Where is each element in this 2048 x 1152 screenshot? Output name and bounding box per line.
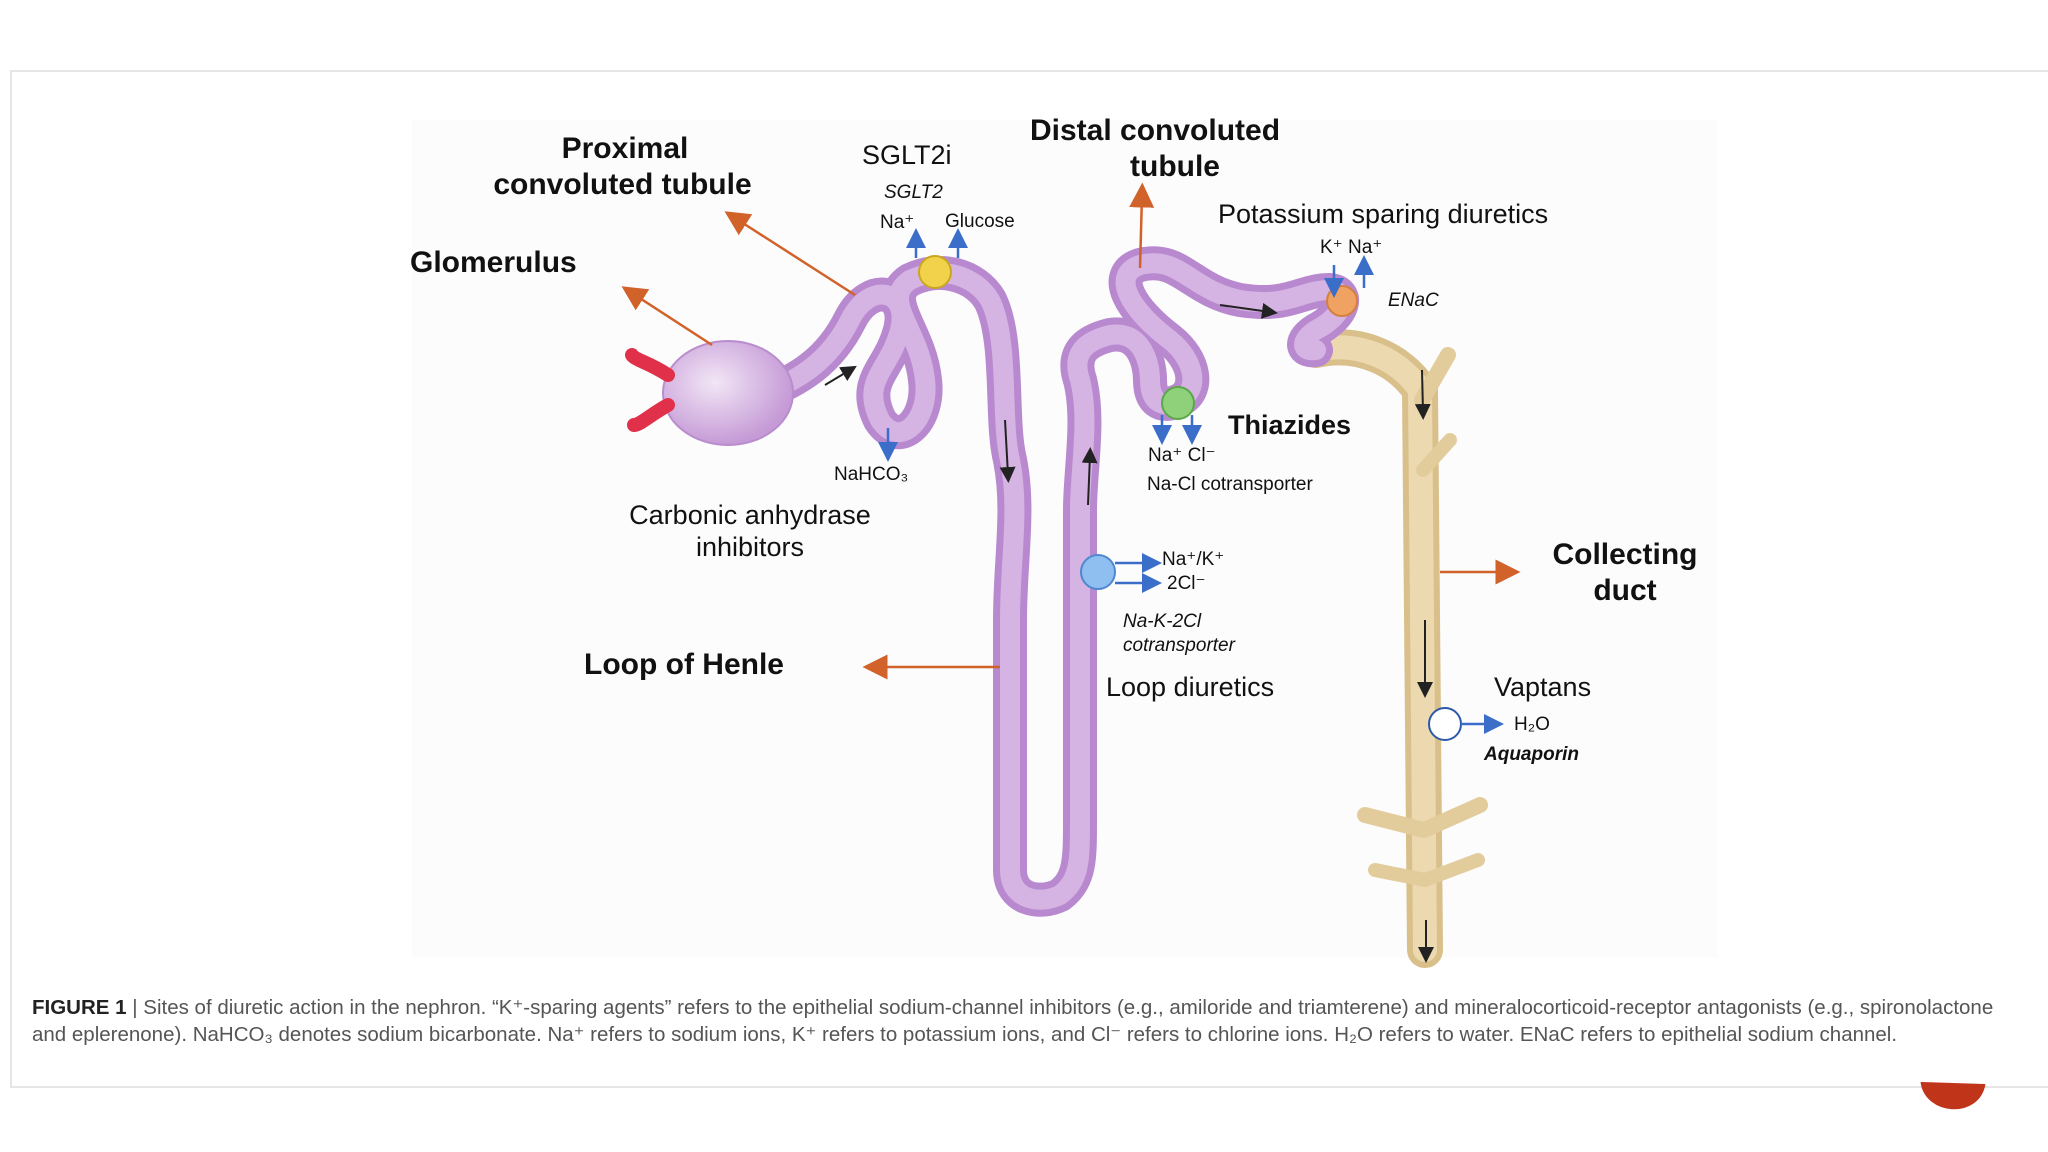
collecting-label-line2: duct [1593,574,1657,607]
na-k-label: Na⁺/K⁺ [1162,549,1225,570]
ion-arrows [878,228,1504,734]
carbonic-label-line2: inhibitors [695,532,805,562]
aquaporin-label: Aquaporin [1484,744,1579,765]
glucose-label: Glucose [945,211,1015,232]
proximal-label-line2: convoluted tubule [493,168,752,201]
figure-number: FIGURE 1 [32,996,127,1019]
carbonic-label-line1: Carbonic anhydrase [629,500,871,530]
figure-caption: FIGURE 1 | Sites of diuretic action in t… [32,994,2017,1048]
k-na-label: K⁺ Na⁺ [1320,237,1383,258]
two-cl-label: 2Cl⁻ [1167,573,1206,594]
loop-diuretics-label: Loop diuretics [1106,672,1275,702]
enac-label: ENaC [1388,290,1439,311]
caption-text: | Sites of diuretic action in the nephro… [32,996,1994,1046]
sglt2-label: SGLT2 [884,182,943,203]
distal-label-line1: Distal convoluted [1030,114,1281,147]
potassium-sparing-label: Potassium sparing diuretics [1218,199,1549,229]
sglt2-na-label: Na⁺ [880,212,915,233]
glomerulus-shape [625,340,794,446]
sglt2i-label: SGLT2i [862,140,952,170]
proximal-label-line1: Proximal [561,132,689,165]
thiazides-label: Thiazides [1228,410,1352,440]
nkcc-label-line2: cotransporter [1123,635,1235,656]
nahco3-label: NaHCO₃ [834,464,909,485]
enac-transporter [1326,285,1358,317]
pointer-arrows [621,182,1521,680]
collecting-duct [1298,329,1488,968]
collecting-label-line1: Collecting [1552,538,1698,571]
nacl-transporter [1161,386,1195,420]
na-cl-cotransporter-label: Na-Cl cotransporter [1147,474,1313,495]
h2o-label: H₂O [1514,714,1550,735]
loop-of-henle-label: Loop of Henle [584,648,784,681]
nkcc-label-line1: Na-K-2Cl [1123,611,1202,632]
corner-accent-icon [1920,1081,1986,1110]
glomerulus-label: Glomerulus [410,246,577,279]
nkcc-transporter [1080,554,1116,590]
aquaporin-channel [1428,707,1462,741]
distal-label-line2: tubule [1130,150,1220,183]
vaptans-label: Vaptans [1494,672,1592,702]
sglt2-transporter [918,255,952,289]
na-cl-ions-label: Na⁺ Cl⁻ [1148,445,1216,466]
nephron-tubule [743,246,1359,917]
